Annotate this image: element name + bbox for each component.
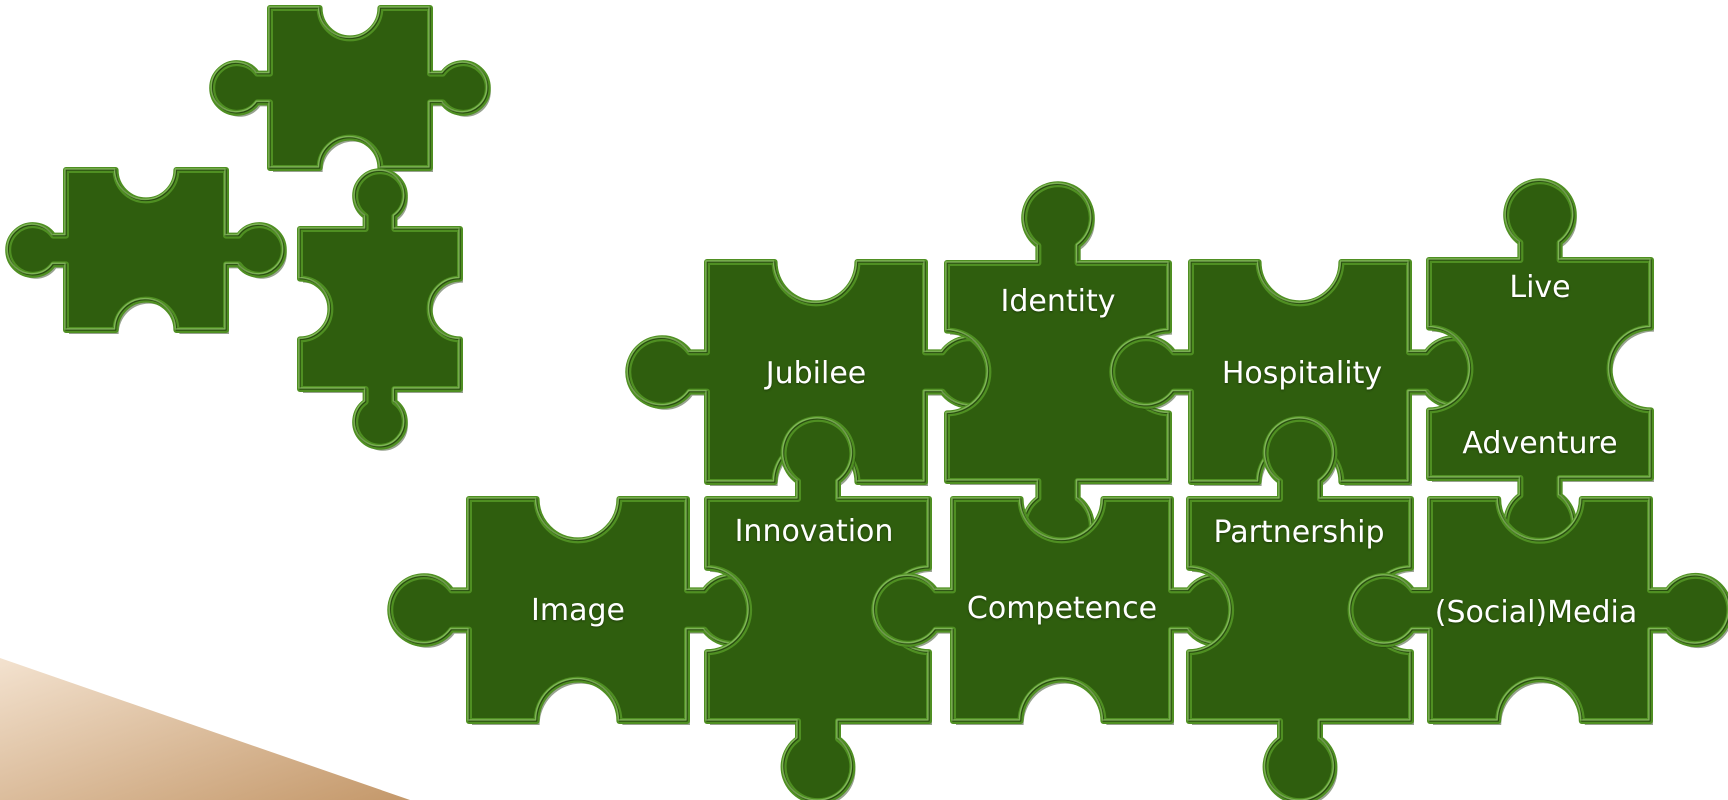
piece-identity: [944, 181, 1172, 564]
piece-innovation: [704, 415, 932, 800]
loose-piece-top: [209, 5, 491, 172]
piece-hospitality: [1109, 259, 1491, 486]
piece-jubilee: [625, 259, 1007, 486]
puzzle-pieces: [5, 5, 1728, 800]
piece-social-media: [1347, 496, 1728, 725]
corner-wedge: [0, 658, 410, 800]
piece-partnership: [1186, 415, 1414, 800]
loose-piece-middle: [297, 168, 463, 451]
piece-live-adventure: [1426, 178, 1654, 561]
loose-piece-left: [5, 167, 287, 334]
piece-image: [387, 496, 769, 725]
piece-competence: [871, 496, 1253, 725]
